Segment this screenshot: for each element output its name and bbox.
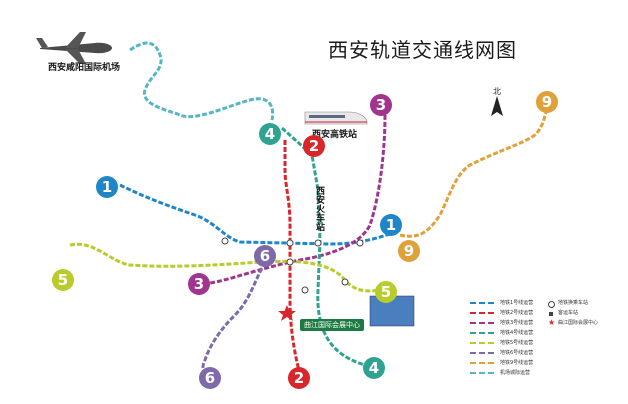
map-title: 西安轨道交通线网图 xyxy=(328,38,517,62)
line-badge-4-north[interactable]: 4 xyxy=(259,123,281,145)
line-badge-2-north[interactable]: 2 xyxy=(303,135,325,157)
line-2[interactable] xyxy=(283,140,302,376)
airplane-icon xyxy=(36,32,112,64)
legend-label: 机场城际运营 xyxy=(500,370,531,376)
xian-station-label: 西安火车站 xyxy=(314,186,324,231)
line-badge-5-west[interactable]: 5 xyxy=(52,269,74,291)
line-3[interactable] xyxy=(209,114,387,285)
legend-symbol-label: 客运车站 xyxy=(558,310,579,316)
transfer-station-icon xyxy=(548,301,555,308)
legend-label: 地铁6号线运营 xyxy=(500,350,534,356)
legend-symbol-label: 地铁换乘车站 xyxy=(558,300,589,306)
legend-label: 地铁4号线运营 xyxy=(500,330,534,336)
line-badge-9-west[interactable]: 9 xyxy=(398,240,420,262)
line-badge-3-west[interactable]: 3 xyxy=(188,273,210,295)
legend-label: 地铁5号线运营 xyxy=(500,340,534,346)
line-4[interactable] xyxy=(280,126,366,367)
line-badge-9-east[interactable]: 9 xyxy=(536,91,558,113)
line-badge-5-east[interactable]: 5 xyxy=(375,281,397,303)
hsr-label: 西安高铁站 xyxy=(312,130,358,140)
train-icon xyxy=(304,111,368,125)
line-badge-4-south[interactable]: 4 xyxy=(363,357,385,379)
qujiang-label: 曲江国际会展中心 xyxy=(300,319,364,331)
compass-label: 北 xyxy=(493,87,501,96)
line-9[interactable] xyxy=(399,104,550,238)
legend-label: 地铁1号线运营 xyxy=(500,300,534,306)
airport-line[interactable] xyxy=(129,41,275,121)
line-1[interactable] xyxy=(119,183,401,246)
line-badge-6-north[interactable]: 6 xyxy=(254,245,276,267)
line-5[interactable] xyxy=(69,242,381,293)
line-badge-3-north[interactable]: 3 xyxy=(370,94,392,116)
line-badge-6-south[interactable]: 6 xyxy=(199,367,221,389)
star-icon: ★ xyxy=(548,318,556,327)
legend-label: 地铁2号线运营 xyxy=(500,310,534,316)
north-arrow-icon xyxy=(491,96,503,116)
line-badge-2-south[interactable]: 2 xyxy=(288,367,310,389)
line-badge-1[interactable]: 1 xyxy=(96,176,118,198)
airport-label: 西安咸阳国际机场 xyxy=(48,63,121,73)
legend-label: 地铁3号线运营 xyxy=(500,320,534,326)
line-6[interactable] xyxy=(201,261,267,380)
station-cluster xyxy=(221,237,364,294)
star-icon xyxy=(278,305,296,321)
station-icon xyxy=(549,312,553,316)
legend-label: 地铁9号线运营 xyxy=(500,360,534,366)
legend-symbol-label: 曲江国际会展中心 xyxy=(558,320,599,326)
line-badge-1-east[interactable]: 1 xyxy=(380,214,402,236)
